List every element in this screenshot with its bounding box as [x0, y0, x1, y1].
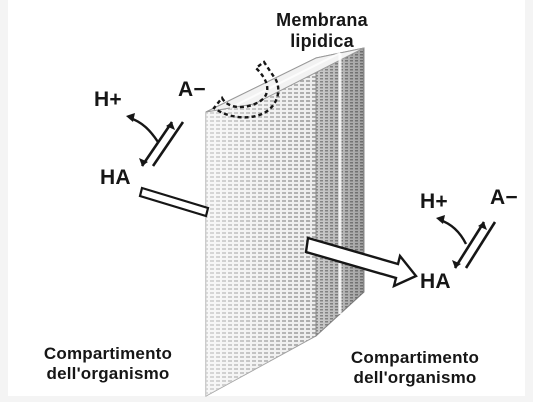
left-equilibrium-arrows: [139, 121, 185, 167]
right-compartment-line2: dell'organismo: [353, 368, 477, 387]
right-h-plus-label: H+: [420, 190, 448, 213]
ha-entry-arrow: [138, 186, 210, 218]
left-compartment-line2: dell'organismo: [46, 364, 170, 383]
right-h-plus-curved-arrow: [439, 218, 468, 245]
left-compartment-label: Compartimento dell'organismo: [16, 344, 200, 384]
lipid-membrane: [205, 47, 365, 397]
right-compartment-line1: Compartimento: [350, 348, 480, 367]
right-ha-label: HA: [420, 270, 451, 293]
right-compartment-label: Compartimento dell'organismo: [320, 348, 510, 388]
left-compartment-line1: Compartimento: [43, 344, 173, 363]
membrane-title: Membrana lipidica: [256, 10, 388, 52]
left-h-plus-label: H+: [94, 88, 122, 111]
left-h-plus-curved-arrow: [129, 116, 159, 143]
membrane-title-line1: Membrana: [276, 10, 368, 30]
a-minus-dashed-path: [212, 60, 280, 119]
right-a-minus-label: A−: [490, 186, 518, 209]
left-ha-label: HA: [100, 166, 131, 189]
left-a-minus-label: A−: [178, 78, 206, 101]
ha-exit-arrow: [304, 236, 418, 289]
right-equilibrium-arrows: [452, 221, 497, 269]
membrane-title-line2: lipidica: [290, 31, 354, 51]
